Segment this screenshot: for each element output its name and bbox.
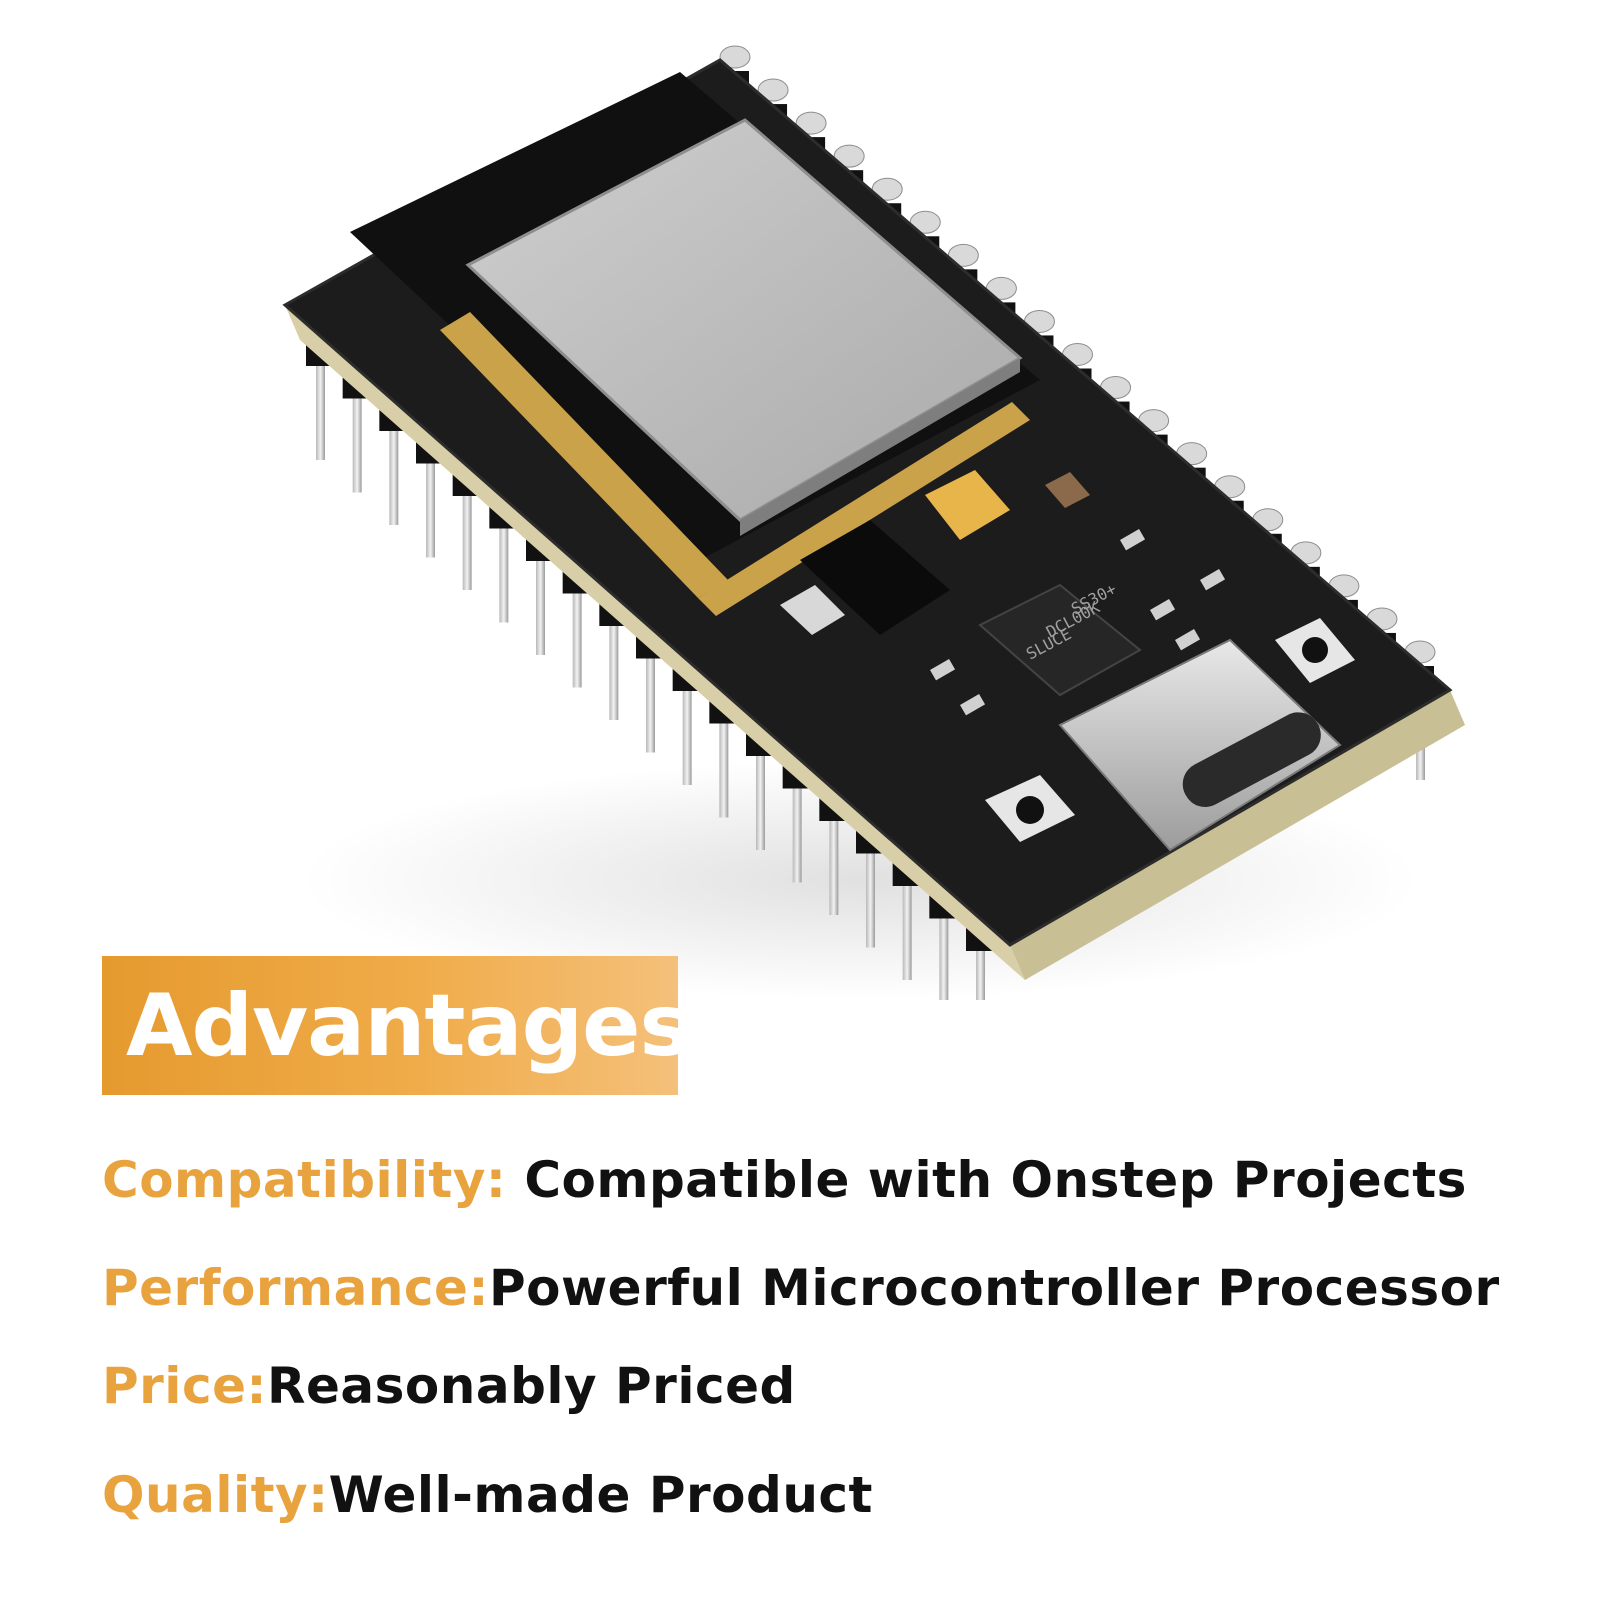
feature-value: Compatible with Onstep Projects — [506, 1151, 1467, 1209]
header-pin — [682, 685, 692, 785]
header-pin — [829, 815, 839, 915]
feature-label: Price: — [102, 1357, 267, 1415]
feature-label: Performance: — [102, 1259, 489, 1317]
advantages-badge: Advantages — [102, 956, 691, 1095]
pin-pad — [757, 78, 789, 102]
feature-performance: Performance:Powerful Microcontroller Pro… — [102, 1258, 1500, 1318]
pcb-edge — [285, 305, 1025, 980]
feature-label: Quality: — [102, 1466, 329, 1524]
header-pin — [756, 750, 765, 850]
advantages-title: Advantages — [126, 976, 691, 1076]
regulator-tab — [780, 585, 845, 635]
module-castellation — [440, 312, 1030, 616]
usb-c-port — [1182, 712, 1321, 807]
header-pin — [572, 587, 582, 688]
feature-label: Compatibility: — [102, 1151, 507, 1209]
smd-components — [930, 529, 1226, 716]
pin-pad — [833, 144, 865, 168]
feature-value: Powerful Microcontroller Processor — [488, 1259, 1500, 1317]
voltage-regulator — [800, 520, 950, 635]
usb-c-connector — [1058, 638, 1342, 852]
ceramic-capacitor — [1045, 472, 1090, 508]
rf-shield-side — [740, 358, 1020, 536]
header-pin — [389, 425, 399, 525]
feature-value: Reasonably Priced — [267, 1357, 796, 1415]
boot-button — [1275, 618, 1355, 683]
pin-pad — [871, 177, 903, 201]
header-pin — [902, 880, 912, 980]
board-photo: SS30+ DCL00K SLUCE — [282, 45, 1465, 1000]
feature-quality: Quality:Well-made Product — [102, 1465, 873, 1525]
pin-pad — [719, 45, 751, 69]
header-pin — [792, 782, 802, 883]
header-pin — [352, 392, 362, 493]
header-pin — [316, 360, 325, 460]
feature-price: Price:Reasonably Priced — [102, 1356, 796, 1416]
header-pin — [646, 652, 655, 753]
feature-value: Well-made Product — [328, 1466, 873, 1524]
header-pin — [939, 912, 949, 1000]
header-pin — [426, 457, 435, 558]
tantalum-capacitor — [925, 470, 1010, 540]
header-pin — [866, 847, 875, 948]
header-pin — [499, 522, 509, 623]
pin-pad — [795, 111, 827, 135]
header-pin — [719, 717, 729, 818]
header-pin — [462, 490, 472, 590]
reset-button — [985, 775, 1075, 842]
header-pin — [536, 555, 545, 655]
header-pin — [609, 620, 619, 720]
pcb-edge-right — [1010, 690, 1465, 980]
feature-compatibility: Compatibility: Compatible with Onstep Pr… — [102, 1150, 1467, 1210]
usb-serial-chip — [978, 583, 1142, 697]
header-pin — [976, 945, 985, 1000]
